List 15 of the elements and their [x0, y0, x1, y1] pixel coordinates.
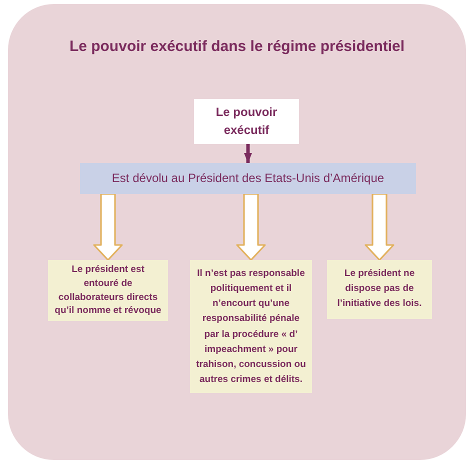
box-text: Le président ne dispose pas de l’initiative des lois. — [336, 267, 423, 311]
box-text: Il n’est pas responsable politiquement et il n’encourt qu’une responsabilité pénale par la procédure « d’ impeachment » pour trahison, concussion ou autres crimes et délits. — [195, 266, 307, 388]
block-arrow — [364, 193, 394, 261]
block-arrow — [93, 193, 123, 261]
banner-box — [80, 163, 416, 194]
arrow — [244, 144, 252, 163]
block-arrow — [236, 193, 266, 261]
box-text: Le pouvoir exécutif — [214, 104, 278, 138]
box-text: Est dévolu au Président des Etats-Unis d’Amérique — [112, 171, 384, 186]
text-box — [190, 260, 312, 393]
box-text: Le président est entouré de collaborateurs directs qu’il nomme et révoque — [54, 263, 162, 318]
title-box — [194, 99, 299, 144]
text-box — [327, 260, 432, 319]
text-box — [48, 260, 168, 322]
diagram-title: Le pouvoir exécutif dans le régime présidentiel — [68, 38, 406, 55]
